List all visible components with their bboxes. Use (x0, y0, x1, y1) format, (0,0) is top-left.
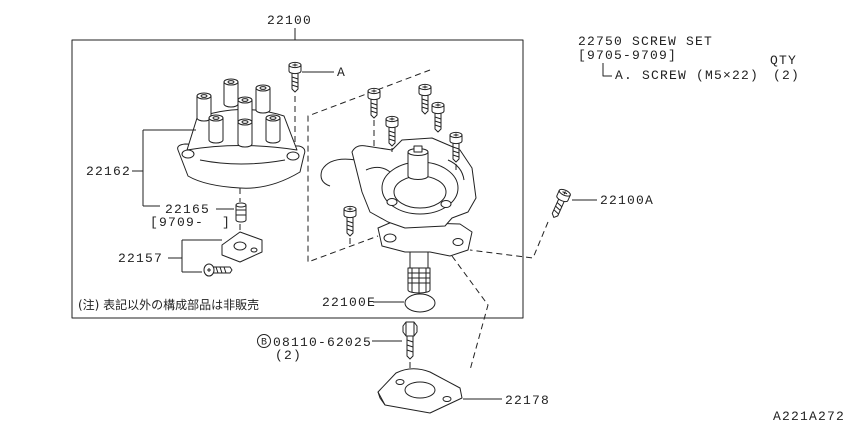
bracket-22157 (168, 239, 222, 273)
mount-bolt (402, 321, 418, 360)
rotor-part (235, 202, 247, 223)
o-ring (404, 293, 436, 313)
legend-tree-line (602, 63, 612, 77)
screw-guides (349, 120, 457, 244)
callout-22100e[interactable]: 22100E (322, 295, 376, 310)
screw-set-item-label: A. SCREW (M5×22) (615, 68, 759, 83)
qty-header: QTY (770, 53, 797, 68)
callout-22100[interactable]: 22100 (267, 13, 312, 28)
body-guide-right (469, 221, 549, 259)
screw-a (288, 61, 302, 93)
bracket-22162 (132, 129, 196, 207)
bolt-22100a (547, 187, 572, 221)
assembly-frame (71, 39, 524, 319)
mounting-plate (377, 368, 463, 414)
screw-set-legend: 22750 SCREW SET [9705-9709] QTY A. SCREW… (578, 34, 800, 83)
figure-code: A221A272 (773, 409, 845, 424)
callout-22165[interactable]: 22165 (165, 202, 210, 217)
callout-screw-a[interactable]: A (337, 65, 346, 80)
callout-22157[interactable]: 22157 (118, 251, 163, 266)
body-screw (385, 115, 399, 147)
distributor-cap (177, 78, 306, 189)
plate-guide (451, 255, 489, 371)
callout-22165-date: [9709- ] (150, 215, 231, 230)
b-mark-label: B (261, 338, 267, 349)
body-screw (418, 83, 432, 115)
b-mark-icon (257, 334, 271, 348)
note-text: (注) 表記以外の構成部品は非販売 (78, 297, 259, 312)
harness-wire (320, 158, 357, 187)
screw-set-item-qty: (2) (773, 68, 800, 83)
body-screw (431, 101, 445, 133)
body-screw (367, 87, 381, 119)
callout-22162[interactable]: 22162 (86, 164, 131, 179)
connector-screw (203, 263, 233, 277)
callout-08110-62025-qty: (2) (275, 348, 302, 363)
connector-part (221, 231, 263, 263)
screw-set-date-range: [9705-9709] (578, 48, 677, 63)
callout-22178[interactable]: 22178 (505, 393, 550, 408)
screw-set-title[interactable]: 22750 SCREW SET (578, 34, 713, 49)
distributor-body (320, 137, 477, 294)
body-screw (343, 205, 357, 237)
callout-22100a[interactable]: 22100A (600, 193, 654, 208)
callout-08110-62025[interactable]: 08110-62025 (273, 335, 372, 350)
